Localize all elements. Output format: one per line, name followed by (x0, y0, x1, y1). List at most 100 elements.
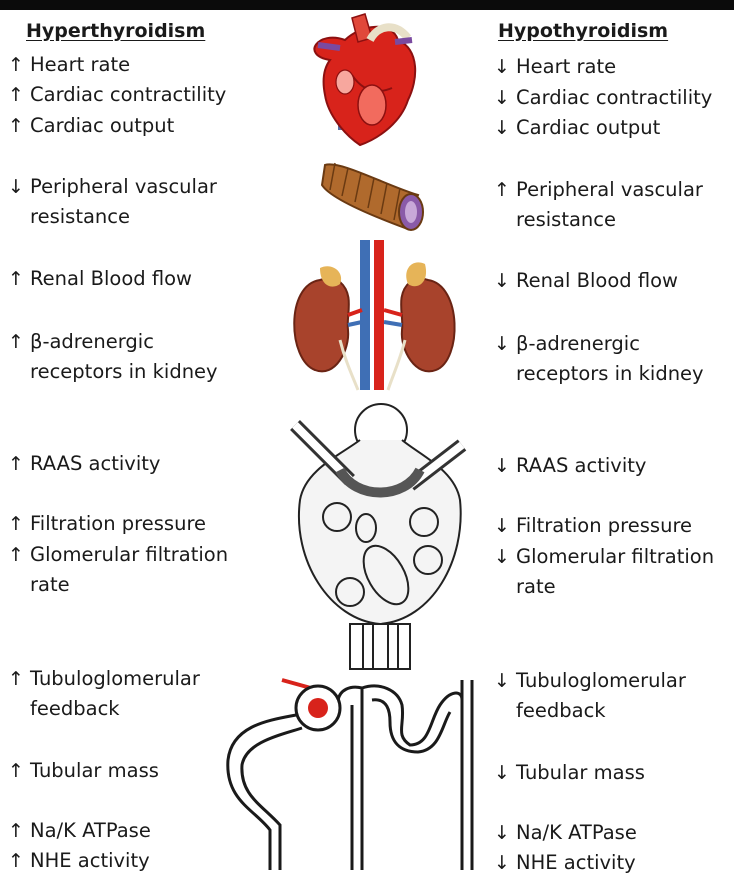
left-item-3: ↓ Peripheral vascular (8, 172, 217, 202)
heart-icon (313, 13, 417, 147)
blood-vessel-icon (320, 162, 424, 231)
right-item-4: ↓ Renal Blood flow (494, 266, 678, 296)
change-arrow-icon: ↓ (494, 546, 510, 568)
right-item-8-line-1: rate (494, 572, 556, 602)
right-item-11: ↓ Na/K ATPase (494, 818, 637, 848)
item-label: rate (30, 573, 70, 596)
change-arrow-icon: ↑ (8, 84, 24, 106)
left-item-5-line-1: receptors in kidney (8, 357, 218, 387)
right-item-1: ↓ Cardiac contractility (494, 83, 712, 113)
item-label: Filtration pressure (30, 512, 207, 535)
right-item-3-line-1: resistance (494, 205, 616, 235)
change-arrow-icon: ↑ (8, 850, 24, 872)
item-label: resistance (516, 208, 616, 231)
item-label: β-adrenergic (516, 332, 640, 355)
right-item-0: ↓ Heart rate (494, 52, 616, 82)
left-item-4: ↑Renal Blood flow (8, 264, 192, 294)
item-label: Tubuloglomerular (516, 669, 686, 692)
change-arrow-icon: ↓ (494, 852, 510, 874)
item-label: Peripheral vascular (516, 178, 703, 201)
right-item-5-line-1: receptors in kidney (494, 359, 704, 389)
item-label: NHE activity (516, 851, 636, 874)
change-arrow-icon: ↓ (494, 117, 510, 139)
left-item-0: ↑ Heart rate (8, 50, 130, 80)
left-item-8-line-1: rate (8, 570, 70, 600)
change-arrow-icon: ↓ (494, 670, 510, 692)
item-label: feedback (516, 699, 606, 722)
right-item-2: ↓ Cardiac output (494, 113, 660, 143)
item-label: Cardiac contractility (30, 83, 227, 106)
item-label: Cardiac output (30, 114, 175, 137)
item-label: Renal Blood flow (516, 269, 678, 292)
item-label: Tubular mass (30, 759, 159, 782)
right-item-10: ↓ Tubular mass (494, 758, 645, 788)
left-item-1: ↑ Cardiac contractility (8, 80, 226, 110)
left-item-12: ↑ NHE activity (8, 846, 150, 876)
item-label: Tubuloglomerular (30, 667, 200, 690)
item-label: Heart rate (516, 55, 617, 78)
change-arrow-icon: ↑ (8, 668, 24, 690)
change-arrow-icon: ↓ (494, 822, 510, 844)
item-label: receptors in kidney (516, 362, 704, 385)
left-item-3-line-1: resistance (8, 202, 130, 232)
item-label: resistance (30, 205, 130, 228)
hyperthyroidism-heading: Hyperthyroidism (26, 20, 206, 42)
change-arrow-icon: ↑ (8, 115, 24, 137)
right-item-12: ↓ NHE activity (494, 848, 636, 878)
right-item-3: ↑ Peripheral vascular (494, 175, 703, 205)
nephron-icon (226, 678, 474, 870)
change-arrow-icon: ↓ (494, 270, 510, 292)
left-item-9-line-1: feedback (8, 694, 120, 724)
left-item-7: ↑ Filtration pressure (8, 509, 206, 539)
right-item-5: ↓ β-adrenergic (494, 329, 640, 359)
change-arrow-icon: ↑ (8, 54, 24, 76)
kidneys-icon (293, 240, 456, 391)
change-arrow-icon: ↑ (8, 453, 24, 475)
left-item-6: ↑ RAAS activity (8, 449, 160, 479)
item-label: NHE activity (30, 849, 150, 872)
left-item-8: ↑ Glomerular filtration (8, 540, 228, 570)
right-item-7: ↓ Filtration pressure (494, 511, 692, 541)
item-label: Cardiac contractility (516, 86, 713, 109)
left-item-10: ↑ Tubular mass (8, 756, 159, 786)
item-label: Glomerular filtration (516, 545, 715, 568)
change-arrow-icon: ↑ (8, 544, 24, 566)
change-arrow-icon: ↑ (8, 760, 24, 782)
change-arrow-icon: ↓ (494, 762, 510, 784)
change-arrow-icon: ↑ (8, 820, 24, 842)
item-label: Filtration pressure (516, 514, 693, 537)
item-label: Renal Blood flow (30, 267, 192, 290)
left-item-9: ↑ Tubuloglomerular (8, 664, 200, 694)
glomerulus-icon (290, 403, 467, 670)
change-arrow-icon: ↓ (8, 176, 24, 198)
item-label: β-adrenergic (30, 330, 154, 353)
item-label: Cardiac output (516, 116, 661, 139)
item-label: Na/K ATPase (516, 821, 637, 844)
left-item-11: ↑Na/K ATPase (8, 816, 151, 846)
item-label: Tubular mass (516, 761, 645, 784)
item-label: Glomerular filtration (30, 543, 229, 566)
change-arrow-icon: ↑ (8, 513, 24, 535)
item-label: rate (516, 575, 556, 598)
item-label: RAAS activity (516, 454, 647, 477)
item-label: RAAS activity (30, 452, 161, 475)
item-label: Heart rate (30, 53, 131, 76)
right-item-9: ↓ Tubuloglomerular (494, 666, 686, 696)
hypothyroidism-heading: Hypothyroidism (498, 20, 669, 42)
change-arrow-icon: ↑ (494, 179, 510, 201)
left-item-5: ↑ β-adrenergic (8, 327, 154, 357)
item-label: Peripheral vascular (30, 175, 217, 198)
change-arrow-icon: ↓ (494, 515, 510, 537)
change-arrow-icon: ↓ (494, 333, 510, 355)
change-arrow-icon: ↑ (8, 331, 24, 353)
change-arrow-icon: ↓ (494, 87, 510, 109)
change-arrow-icon: ↓ (494, 56, 510, 78)
item-label: receptors in kidney (30, 360, 218, 383)
change-arrow-icon: ↓ (494, 455, 510, 477)
item-label: feedback (30, 697, 120, 720)
left-item-2: ↑ Cardiac output (8, 111, 174, 141)
right-item-9-line-1: feedback (494, 696, 606, 726)
top-bar (0, 0, 734, 10)
right-item-6: ↓ RAAS activity (494, 451, 646, 481)
